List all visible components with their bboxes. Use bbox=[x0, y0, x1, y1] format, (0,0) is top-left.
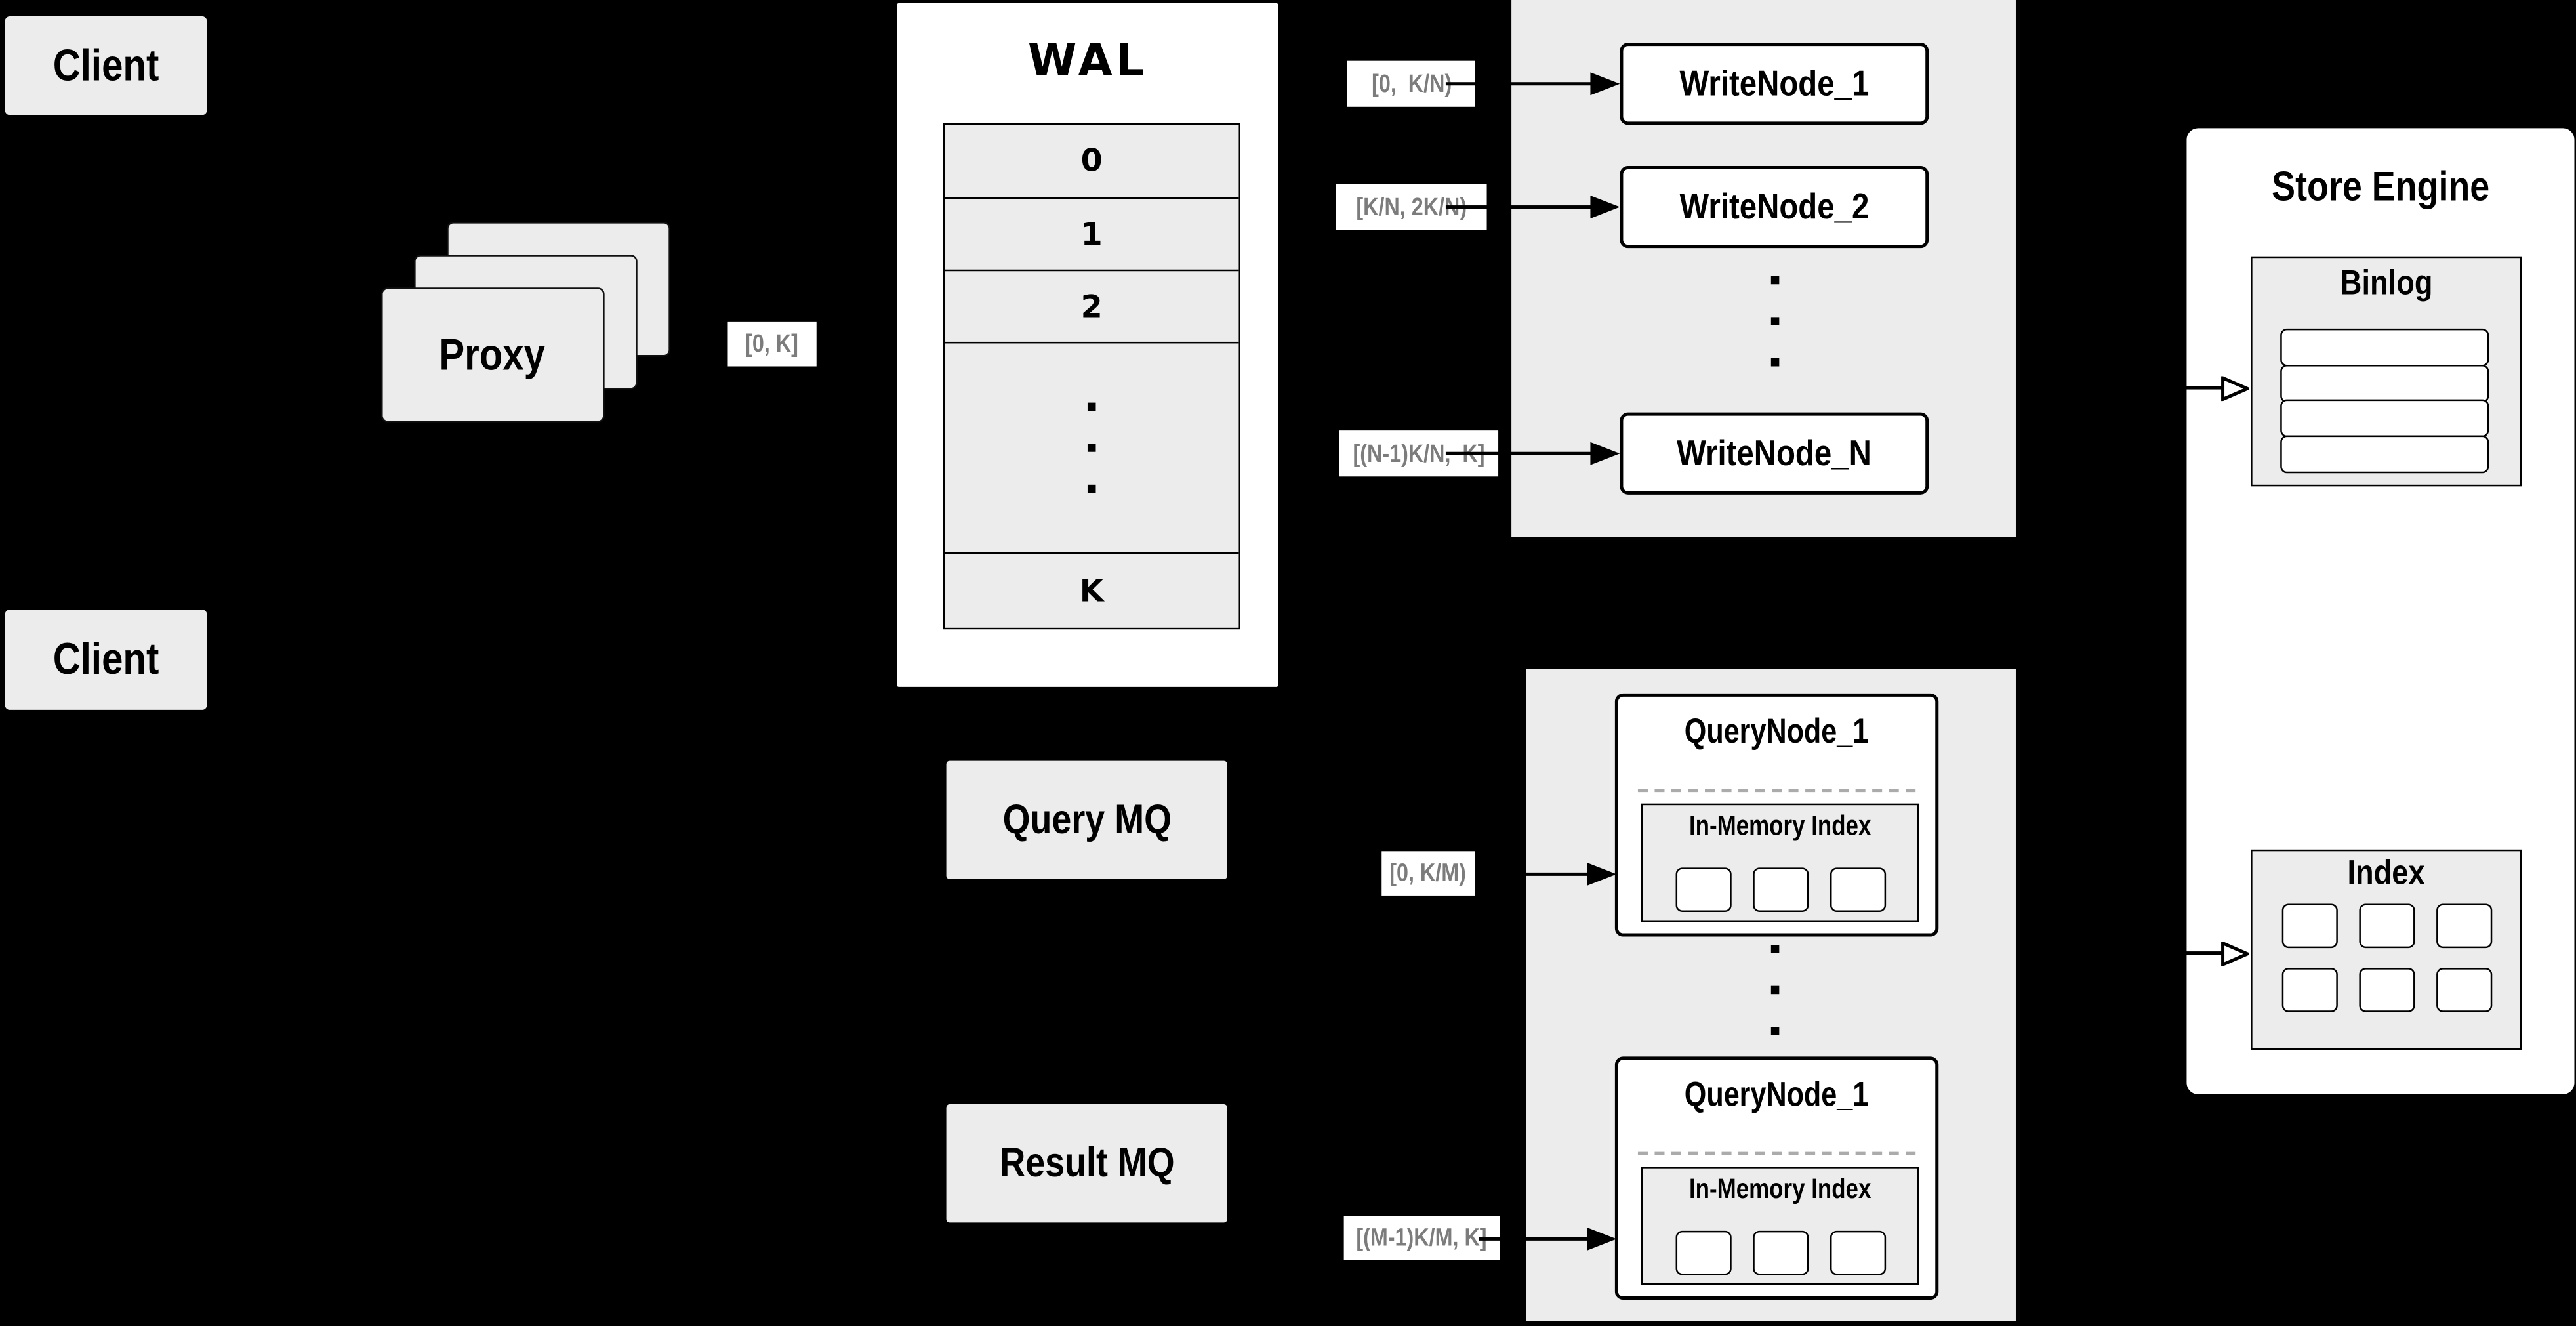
proxy-label: Proxy bbox=[440, 329, 546, 379]
client-top-label: Client bbox=[52, 40, 159, 90]
index-segment bbox=[2358, 903, 2415, 949]
client-box-bottom: Client bbox=[5, 610, 207, 710]
writenode-1-box: WriteNode_1 bbox=[1620, 43, 1929, 125]
proxy-range-label: [0, K] bbox=[727, 321, 817, 367]
arrowhead-icon bbox=[1590, 442, 1620, 465]
arrow-to-binlog bbox=[2138, 376, 2249, 402]
index-segment-row bbox=[1643, 1230, 1917, 1275]
binlog-segment bbox=[2280, 328, 2489, 367]
arrow-to-querynode-2 bbox=[1479, 1227, 1617, 1251]
index-segment bbox=[2281, 903, 2337, 949]
open-arrowhead-icon bbox=[2221, 942, 2249, 966]
wal-box: WAL 0 1 2 K bbox=[895, 1, 1280, 689]
index-segment bbox=[1752, 1230, 1809, 1275]
client-bottom-label: Client bbox=[52, 634, 159, 684]
index-title: Index bbox=[2347, 854, 2425, 892]
index-segment bbox=[2435, 903, 2492, 949]
dashed-divider bbox=[1637, 1151, 1916, 1155]
querynode-1-title: QueryNode_1 bbox=[1685, 713, 1869, 751]
arrowhead-icon bbox=[1587, 1227, 1617, 1251]
querynode-2-title: QueryNode_1 bbox=[1685, 1076, 1869, 1115]
wal-segment-row: 0 bbox=[945, 125, 1239, 197]
vertical-ellipsis bbox=[1770, 276, 1780, 367]
index-box: Index bbox=[2251, 849, 2522, 1050]
querynode-1-box: QueryNode_1 In-Memory Index bbox=[1614, 693, 1939, 937]
in-memory-index-box: In-Memory Index bbox=[1641, 803, 1919, 922]
writenode-2-box: WriteNode_2 bbox=[1620, 165, 1929, 249]
dashed-divider bbox=[1637, 789, 1916, 793]
index-segment bbox=[2435, 968, 2492, 1012]
arrow-to-querynode-1 bbox=[1479, 862, 1617, 886]
querynode-2-box: QueryNode_1 In-Memory Index bbox=[1614, 1056, 1939, 1300]
index-segment bbox=[1675, 867, 1731, 912]
arrow-to-writenode-1 bbox=[1445, 72, 1620, 96]
in-memory-index-box: In-Memory Index bbox=[1641, 1167, 1919, 1285]
wal-segment-row: 2 bbox=[945, 269, 1239, 342]
write-range-label-1: [0, K/N) bbox=[1347, 60, 1476, 107]
query-mq-box: Query MQ bbox=[946, 760, 1227, 879]
arrowhead-icon bbox=[1587, 862, 1617, 886]
binlog-segment bbox=[2280, 399, 2489, 438]
arrowhead-icon bbox=[1590, 72, 1620, 96]
arrow-to-index bbox=[2138, 942, 2249, 966]
wal-segment-table: 0 1 2 K bbox=[943, 123, 1240, 630]
index-segment bbox=[1675, 1230, 1731, 1275]
result-mq-box: Result MQ bbox=[946, 1104, 1227, 1223]
query-range-label-m: [(M-1)K/M, K] bbox=[1343, 1216, 1500, 1260]
vertical-ellipsis bbox=[1087, 402, 1096, 493]
store-engine-box: Store Engine Binlog Index bbox=[2186, 128, 2575, 1094]
binlog-segment bbox=[2280, 363, 2489, 402]
open-arrowhead-icon bbox=[2221, 376, 2249, 402]
arrow-to-writenode-n bbox=[1445, 442, 1620, 465]
index-grid bbox=[2253, 903, 2520, 1012]
binlog-rows bbox=[2280, 328, 2489, 473]
wal-segment-row: K bbox=[945, 552, 1239, 628]
binlog-title: Binlog bbox=[2340, 264, 2433, 302]
wal-title: WAL bbox=[1027, 36, 1147, 87]
wal-ellipsis-row bbox=[945, 341, 1239, 552]
arrow-to-writenode-2 bbox=[1445, 196, 1620, 219]
index-segment bbox=[1829, 867, 1885, 912]
binlog-box: Binlog bbox=[2251, 256, 2522, 487]
proxy-box-front: Proxy bbox=[381, 287, 605, 423]
wal-segment-row: 1 bbox=[945, 197, 1239, 270]
vertical-ellipsis bbox=[1770, 945, 1780, 1035]
writenode-n-box: WriteNode_N bbox=[1620, 412, 1929, 495]
store-engine-title: Store Engine bbox=[2271, 164, 2490, 211]
index-segment bbox=[1752, 867, 1809, 912]
index-segment-row bbox=[1643, 867, 1917, 912]
index-segment bbox=[2358, 968, 2415, 1012]
index-segment bbox=[2281, 968, 2337, 1012]
index-segment bbox=[1829, 1230, 1885, 1275]
query-range-label-1: [0, K/M) bbox=[1381, 851, 1476, 896]
binlog-segment bbox=[2280, 434, 2489, 473]
client-box-top: Client bbox=[5, 16, 207, 115]
arrowhead-icon bbox=[1590, 196, 1620, 219]
